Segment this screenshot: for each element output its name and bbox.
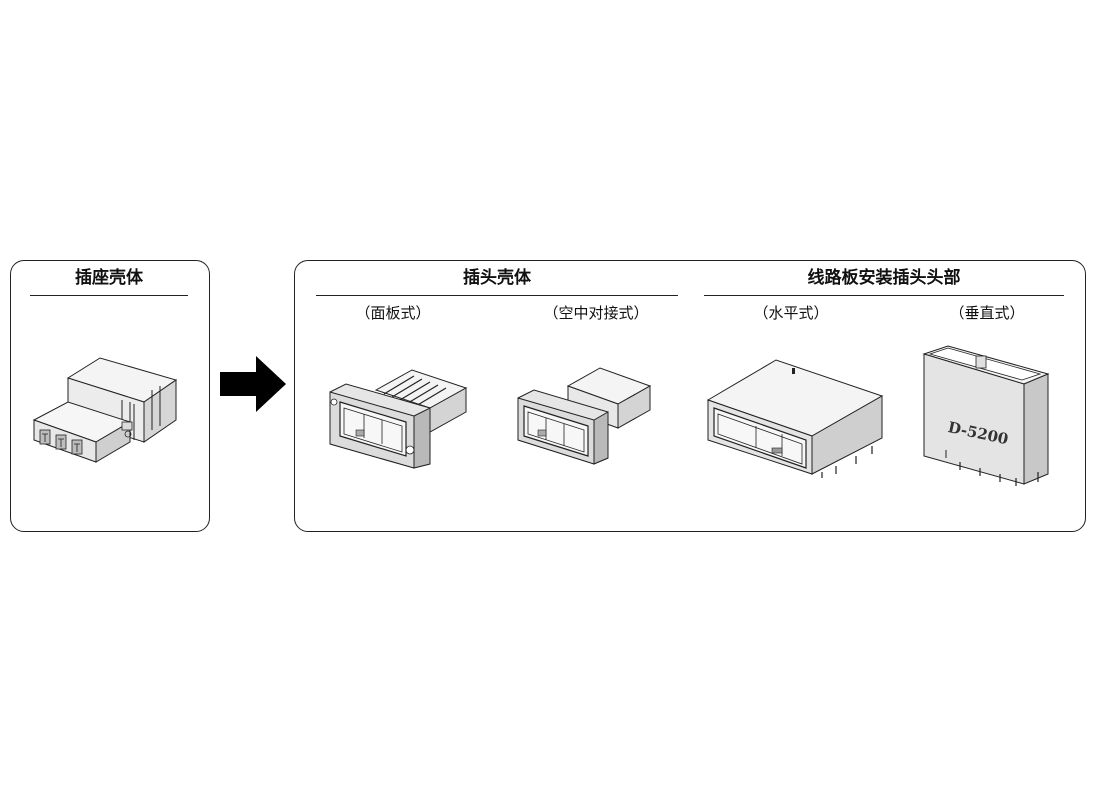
cable-mount-plug-image <box>517 367 652 465</box>
horizontal-label: （水平式） <box>753 304 829 322</box>
plug-housing-title: 插头壳体 <box>463 268 531 288</box>
panel-mount-label: （面板式） <box>355 304 431 322</box>
horizontal-header-image <box>706 359 884 478</box>
cable-mount-label: （空中对接式） <box>543 304 649 322</box>
vertical-label: （垂直式） <box>949 304 1025 322</box>
receptacle-housing-image <box>32 357 178 463</box>
plug-title-rule <box>316 295 678 296</box>
pcb-header-title-rule <box>704 295 1064 296</box>
right-arrow-icon <box>220 356 286 412</box>
pcb-header-title: 线路板安装插头头部 <box>807 268 961 288</box>
panel-mount-plug-image <box>329 369 468 469</box>
receptacle-housing-title: 插座壳体 <box>75 268 143 288</box>
vertical-header-image <box>922 345 1050 486</box>
receptacle-title-rule <box>30 295 188 296</box>
